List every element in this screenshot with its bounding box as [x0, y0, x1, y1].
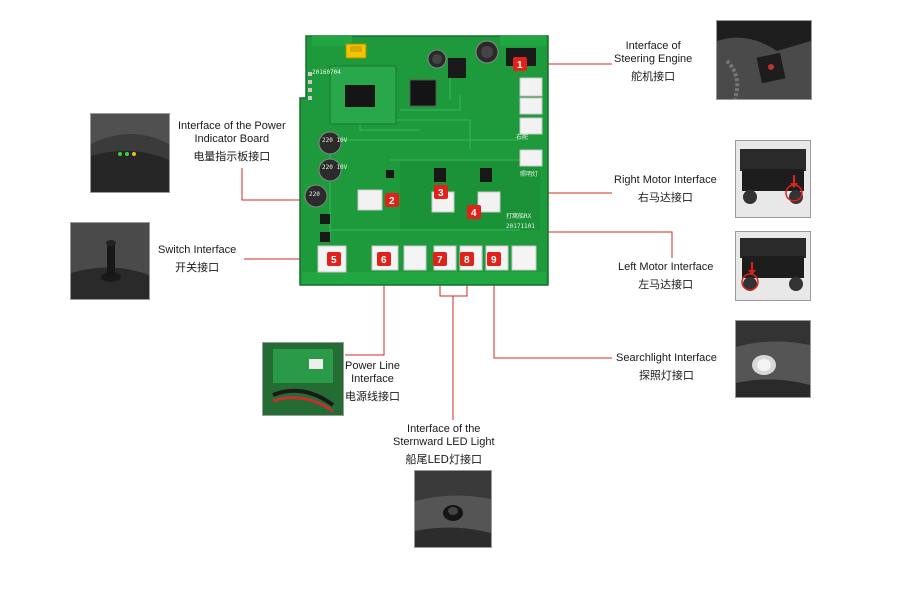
mount-tab-right	[500, 36, 546, 46]
silk-top: 20160704	[312, 69, 341, 76]
label-switch: Switch Interface 开关接口	[158, 244, 237, 274]
svg-text:3: 3	[438, 188, 444, 199]
connector-power-indicator	[357, 189, 383, 211]
connector-left-motor	[477, 191, 501, 213]
badge-5: 5	[327, 252, 341, 266]
header-pins	[308, 72, 312, 100]
mosfets	[320, 168, 492, 242]
silk-light: 照明灯	[520, 170, 538, 178]
svg-text:8: 8	[464, 255, 470, 266]
daughter-chip	[345, 85, 375, 107]
photo-power-line	[262, 342, 344, 416]
badge-3: 3	[434, 185, 448, 199]
photo-left-motor	[735, 231, 811, 301]
label-stern-led: Interface of the Sternward LED Light 船尾L…	[393, 423, 495, 466]
regulator	[448, 58, 466, 78]
badge-8: 8	[460, 252, 474, 266]
svg-text:7: 7	[437, 255, 443, 266]
svg-text:1: 1	[517, 60, 523, 71]
label-searchlight: Searchlight Interface 探照灯接口	[616, 352, 717, 382]
badge-2: 2	[385, 193, 399, 207]
svg-text:2: 2	[389, 196, 395, 207]
silk-right: 右舵	[516, 133, 528, 141]
photo-steering-engine	[716, 20, 812, 100]
pcb-bottom-strip	[302, 272, 546, 284]
photo-switch	[70, 222, 150, 300]
photo-searchlight	[735, 320, 811, 398]
cap-a-text: 220 10V	[322, 137, 348, 144]
photo-power-indicator	[90, 113, 170, 193]
badge-7: 7	[433, 252, 447, 266]
silk-date: 20171101	[506, 223, 535, 230]
right-connectors	[519, 77, 543, 167]
label-right-motor: Right Motor Interface 右马达接口	[614, 174, 717, 204]
label-left-motor: Left Motor Interface 左马达接口	[618, 261, 714, 291]
svg-text:6: 6	[381, 255, 387, 266]
line-power	[345, 270, 385, 356]
badge-6: 6	[377, 252, 391, 266]
main-mcu	[409, 79, 437, 107]
svg-text:9: 9	[491, 255, 497, 266]
badge-4: 4	[467, 205, 481, 219]
badge-9: 9	[487, 252, 501, 266]
photo-right-motor	[735, 140, 811, 218]
label-steering-engine: Interface of Steering Engine 舵机接口	[614, 40, 693, 83]
cap-d-text: 220	[309, 191, 320, 198]
label-power-indicator: Interface of the Power Indicator Board 电…	[178, 120, 286, 163]
badge-1: 1	[513, 57, 527, 71]
label-power-line: Power Line Interface 电源线接口	[345, 360, 401, 403]
line-searchlight	[493, 270, 612, 359]
mount-tab-left	[312, 36, 352, 46]
side-capacitors: 220 10V 220 10V 220	[304, 131, 348, 208]
silk-model: 打窝船RX	[506, 212, 532, 220]
photo-stern-led	[414, 470, 492, 548]
svg-text:4: 4	[471, 208, 477, 219]
top-capacitors	[427, 40, 499, 69]
cap-b-text: 220 10V	[322, 164, 348, 171]
svg-text:5: 5	[331, 255, 337, 266]
jumper-top	[350, 46, 362, 52]
